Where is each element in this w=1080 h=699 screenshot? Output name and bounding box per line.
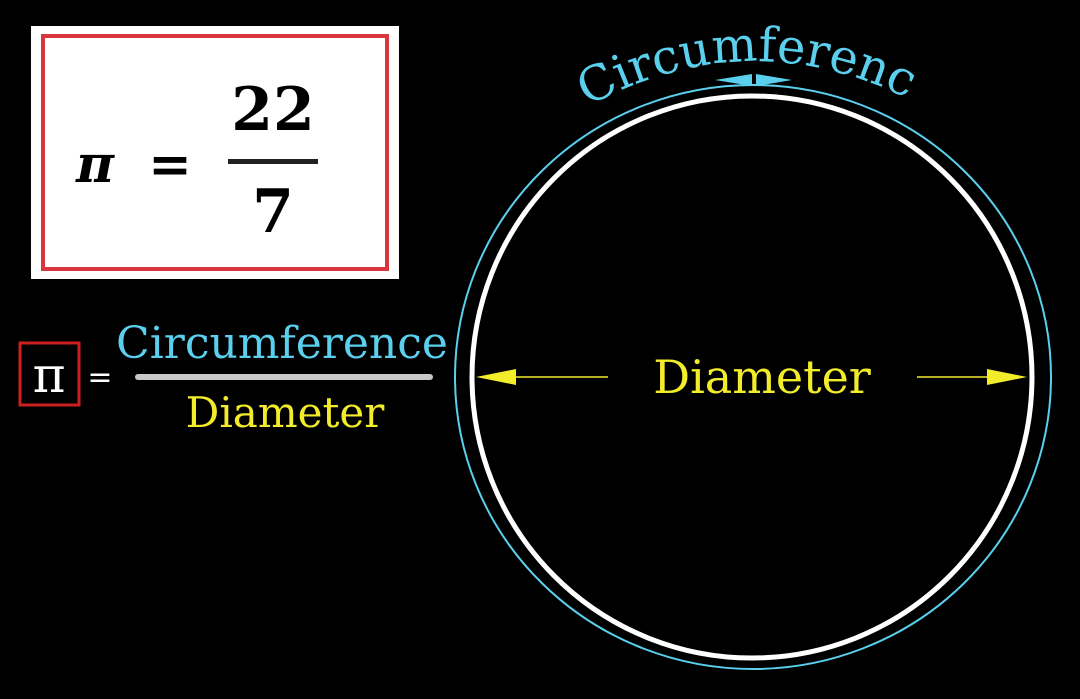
formula-numerator: 22: [231, 75, 315, 145]
circumference-outline: [454, 84, 1052, 670]
circle-outline: [469, 93, 1035, 661]
ratio-denominator: Diameter: [186, 388, 386, 437]
diameter-arrow-right-icon: [987, 369, 1027, 385]
circumference-arrow-right-icon: [756, 74, 792, 86]
formula-box: π = 22 7: [31, 26, 399, 279]
ratio-pi-box: [18, 341, 81, 407]
formula-pi-symbol: π: [75, 134, 115, 195]
ratio-pi-symbol: π: [33, 346, 66, 404]
formula-fraction-bar: [228, 159, 318, 164]
formula-box-border: [41, 34, 389, 271]
circumference-arrow-left-icon: [715, 74, 752, 86]
ratio-fraction-bar: [135, 374, 433, 380]
diameter-arrow-left-icon: [476, 369, 516, 385]
ratio-numerator: Circumference: [116, 318, 448, 369]
formula-equals-sign: =: [148, 134, 192, 195]
ratio-equals-sign: =: [87, 360, 112, 395]
ratio-formula: π = Circumference Diameter: [18, 318, 448, 437]
formula-denominator: 7: [252, 177, 294, 247]
diameter-label: Diameter: [653, 350, 871, 404]
